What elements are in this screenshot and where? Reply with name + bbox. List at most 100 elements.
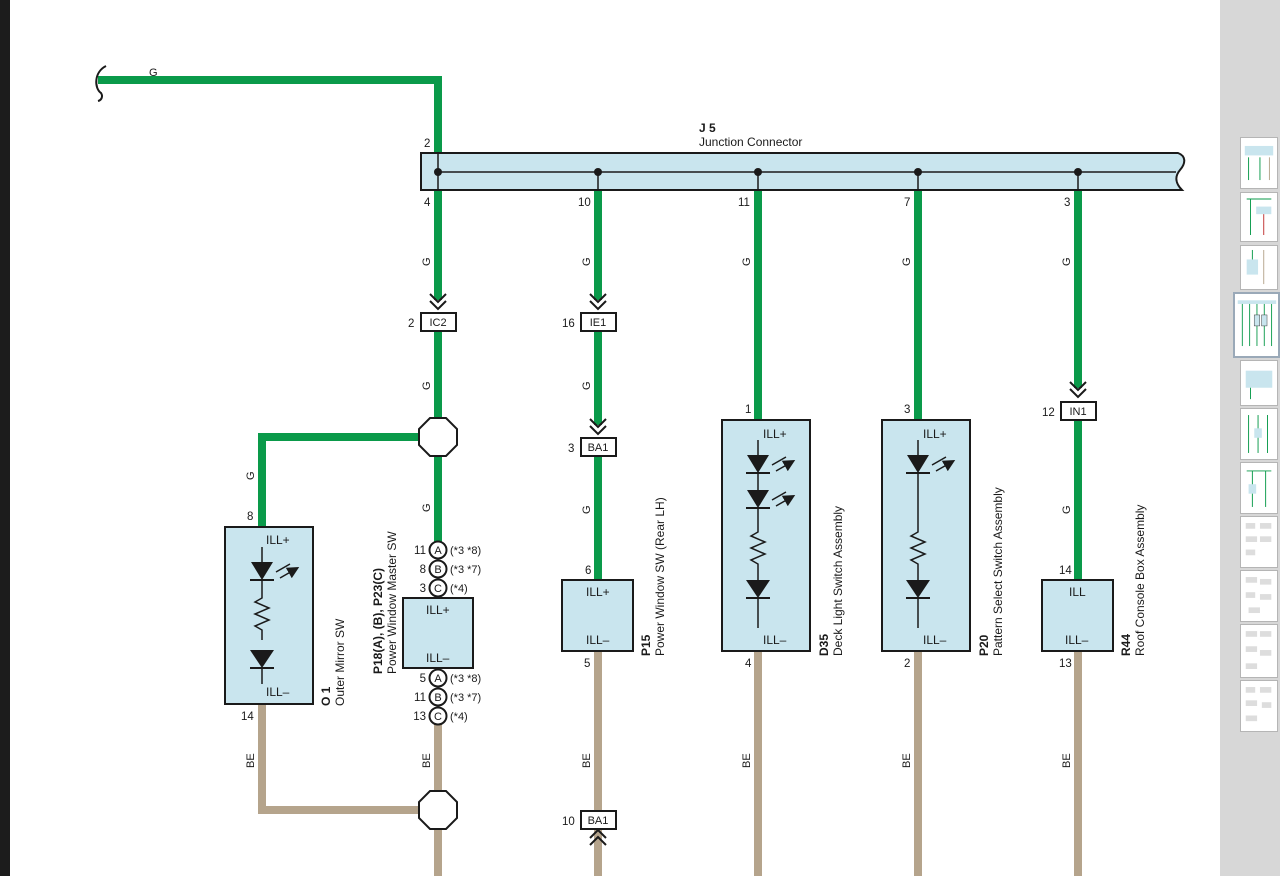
page-thumbnail[interactable]: [1240, 462, 1278, 514]
r44-pin-top: 14: [1059, 565, 1072, 577]
d35-ill-plus: ILL+: [763, 427, 787, 441]
diode-icon: [250, 650, 274, 668]
component-p18: A B C 11 8 3 (*3 *8) (*3 *7) (*4) ILL+ I…: [371, 531, 481, 726]
j5-pin-10: 10: [578, 197, 591, 209]
pin-number: 11: [414, 692, 426, 704]
pin-badge: [428, 540, 448, 560]
p15-ill-minus: ILL–: [586, 633, 610, 647]
page-thumbnail[interactable]: [1240, 516, 1278, 568]
page-thumbnail-panel[interactable]: [1220, 0, 1280, 876]
page-thumbnail[interactable]: [1240, 360, 1278, 406]
ic2-label: IC2: [429, 317, 446, 329]
thumbnail-preview: [1245, 370, 1273, 400]
green-wires: [98, 76, 1082, 584]
page-thumbnail[interactable]: [1240, 624, 1278, 678]
pin-badge: [428, 668, 448, 688]
p20-pin-bottom: 2: [904, 658, 910, 670]
r44-pin-bottom: 13: [1059, 658, 1072, 670]
splice-point: [418, 790, 458, 830]
document-viewer[interactable]: J 5 Junction Connector 2 4 10 11 7 3 G G…: [10, 0, 1220, 876]
pin-letter: C: [434, 583, 442, 595]
wire-label-g: G: [421, 503, 433, 512]
pin-number: 3: [420, 583, 426, 595]
pin-letter: A: [434, 545, 442, 557]
p15-pin-top: 6: [585, 565, 591, 577]
p20-name: Pattern Select Switch Assembly: [991, 487, 1005, 656]
beige-wires: [258, 647, 1082, 876]
d35-box: [721, 419, 811, 652]
light-rays-icon: [275, 564, 294, 579]
thumbnail-preview: [1246, 470, 1272, 507]
p18-name: Power Window Master SW: [385, 531, 399, 674]
wire-label-g: G: [1061, 257, 1073, 266]
pin-letter: B: [434, 564, 441, 576]
j5-pin-11: 11: [738, 197, 750, 209]
p20-ill-plus: ILL+: [923, 427, 947, 441]
o1-box: [224, 526, 314, 705]
d35-pin-bottom: 4: [745, 658, 752, 670]
pin-note: (*3 *7): [450, 564, 481, 576]
r44-name: Roof Console Box Assembly: [1133, 505, 1147, 656]
led-icon: [907, 455, 929, 473]
o1-name: Outer Mirror SW: [333, 618, 347, 706]
pin-note: (*4): [450, 711, 468, 723]
pin-badge: [428, 687, 448, 707]
pin-number: 13: [413, 711, 426, 723]
j5-code: J 5: [699, 121, 716, 135]
r44-box: [1041, 579, 1114, 652]
p18-bottom-pins: A B C 5 11 13 (*3 *8) (*3 *7) (*4): [413, 668, 481, 726]
d35-ill-minus: ILL–: [763, 633, 787, 647]
chevron-down-icon: [1069, 381, 1087, 399]
page-thumbnail-current[interactable]: [1233, 292, 1280, 358]
wire-label-g: G: [741, 257, 753, 266]
o1-ill-plus: ILL+: [266, 533, 290, 547]
o1-ill-minus: ILL–: [266, 685, 290, 699]
page-thumbnail[interactable]: [1240, 245, 1278, 290]
resistor-icon: [253, 592, 271, 640]
ba1-label: BA1: [588, 815, 609, 827]
in1-label: IN1: [1069, 406, 1086, 418]
r44-ill: ILL: [1069, 585, 1086, 599]
thumbnail-preview: [1246, 198, 1272, 235]
page-thumbnail[interactable]: [1240, 137, 1278, 189]
page-thumbnail[interactable]: [1240, 570, 1278, 622]
page-thumbnail[interactable]: [1240, 192, 1278, 242]
component-p15: ILL+ ILL– 6 5 P15 Power Window SW (Rear …: [561, 497, 667, 670]
wire-label-g: G: [581, 505, 593, 514]
page-thumbnail[interactable]: [1240, 408, 1278, 460]
wiring-diagram: J 5 Junction Connector 2 4 10 11 7 3 G G…: [95, 65, 1186, 876]
diode-icon: [906, 580, 930, 598]
resistor-icon: [909, 526, 927, 580]
p20-code: P20: [977, 634, 991, 656]
wire-g-feed: [98, 76, 442, 161]
in1-box: [1060, 401, 1097, 421]
window-left-edge: [0, 0, 10, 876]
component-p20: ILL+ ILL– 3 2 P20 Pattern Select Switch …: [881, 404, 1005, 670]
pin-letter: C: [434, 711, 442, 723]
wire-label-g: G: [421, 381, 433, 390]
component-r44: ILL ILL– 14 13 R44 Roof Console Box Asse…: [1041, 505, 1147, 670]
p18-ill-plus: ILL+: [426, 603, 450, 617]
p18-box: [402, 597, 474, 669]
wire-label-g: G: [421, 257, 433, 266]
ie1-pin: 16: [562, 318, 575, 330]
led-icon: [747, 455, 769, 473]
resistor-icon: [749, 526, 767, 580]
d35-name: Deck Light Switch Assembly: [831, 506, 845, 656]
thumbnail-preview: [1248, 415, 1268, 453]
wire-label-g: G: [581, 257, 593, 266]
pin-badge: [428, 578, 448, 598]
p15-ill-plus: ILL+: [586, 585, 610, 599]
chevron-down-icon: [589, 418, 607, 436]
ba1-pin: 3: [568, 443, 574, 455]
page-thumbnail[interactable]: [1240, 680, 1278, 732]
in1-pin: 12: [1042, 407, 1055, 419]
p20-pin-top: 3: [904, 404, 910, 416]
light-rays-icon: [931, 457, 950, 472]
p15-name: Power Window SW (Rear LH): [653, 497, 667, 656]
pin-note: (*3 *8): [450, 673, 481, 685]
light-rays-icon: [771, 457, 790, 472]
ie1-label: IE1: [590, 317, 607, 329]
r44-ill-minus: ILL–: [1065, 633, 1089, 647]
pin-letter: A: [434, 673, 442, 685]
